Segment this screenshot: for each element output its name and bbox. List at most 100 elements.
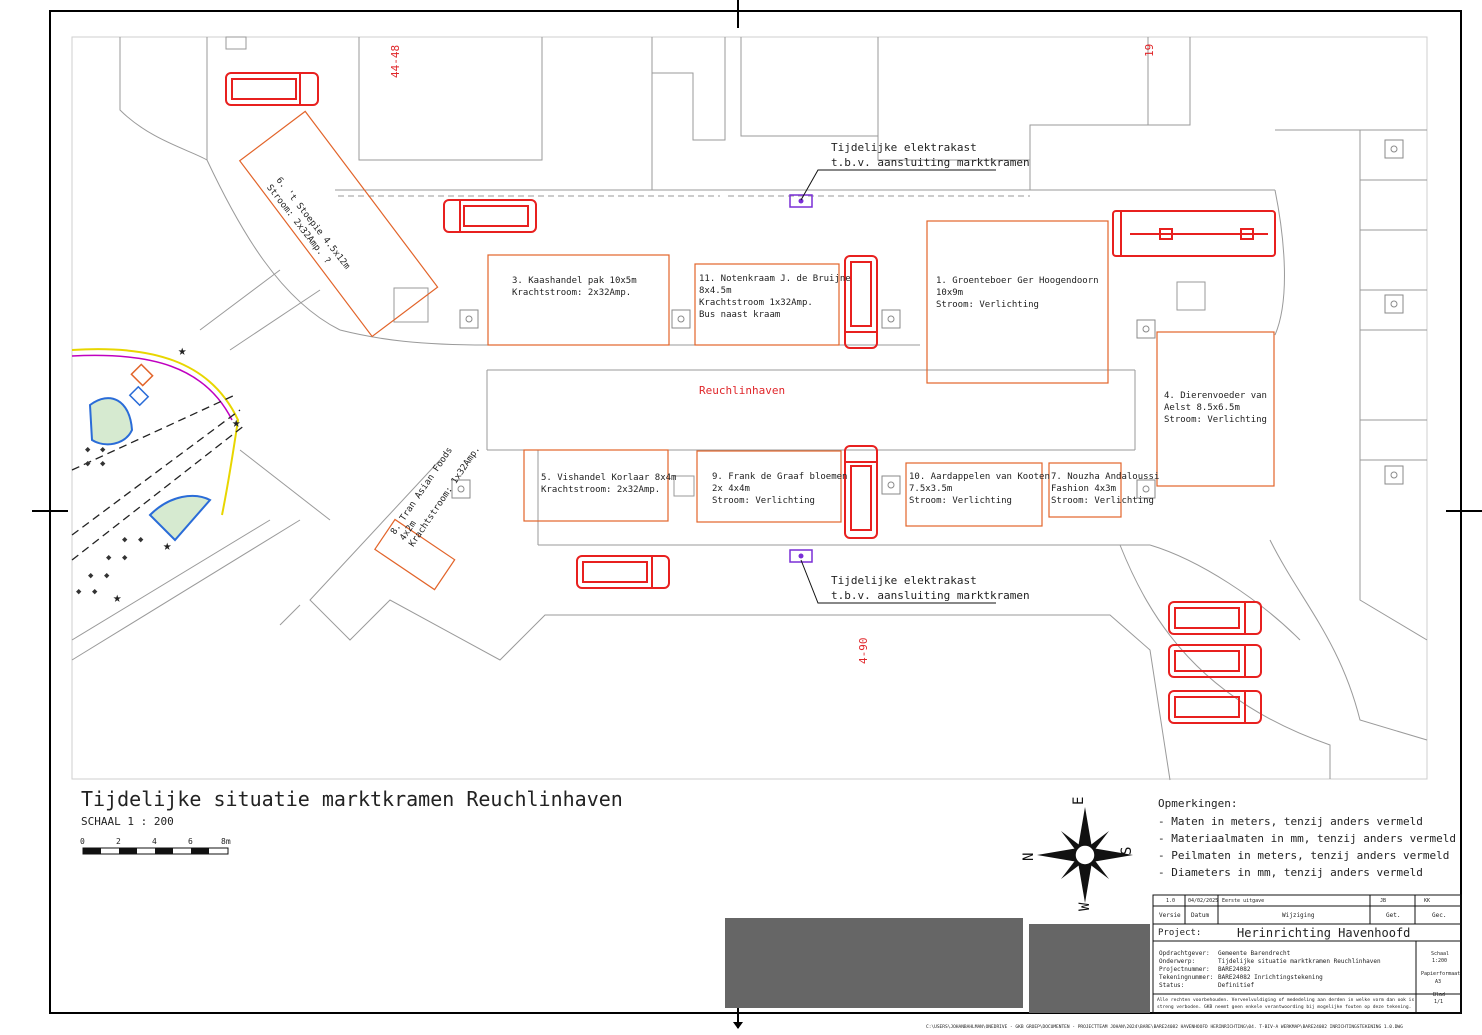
- svg-text:◆: ◆: [100, 445, 106, 455]
- field-value-1: Gemeente Barendrecht: [1218, 950, 1291, 957]
- field-value-4: BARE24082 Inrichtingstekening: [1218, 974, 1323, 981]
- stall-7-outline: [1048, 462, 1122, 518]
- stall-4-outline: [1156, 331, 1275, 487]
- stall-5-label: 5. Vishandel Korlaar 8x4m Krachtstroom: …: [541, 473, 682, 495]
- field-value-5: Definitief: [1218, 982, 1255, 989]
- manhole-symbols: [451, 139, 1404, 499]
- rev-header-version: Versie: [1159, 912, 1181, 919]
- compass-w: W: [1077, 902, 1093, 911]
- disclaimer-line-2: streng verboden. GKB neemt geen enkele v…: [1157, 1004, 1411, 1010]
- scale-label: SCHAAL 1 : 200: [81, 815, 174, 828]
- remarks-heading: Opmerkingen:: [1158, 797, 1237, 810]
- svg-text:◆: ◆: [85, 445, 91, 455]
- vehicle-van-2: [443, 199, 537, 233]
- rev-drawn: JB: [1380, 898, 1386, 904]
- rev-checked: KK: [1424, 898, 1430, 904]
- compass-s: S: [1119, 847, 1135, 855]
- side-scale-label: Schaal: [1431, 951, 1449, 957]
- side-format-label: Papierformaat: [1421, 971, 1460, 977]
- field-label-1: Opdrachtgever:: [1159, 950, 1210, 957]
- rev-header-change: Wijziging: [1282, 912, 1315, 919]
- logo-block-left: [725, 918, 1023, 1008]
- compass-e: E: [1071, 797, 1087, 805]
- house-number-1: 44-48: [389, 45, 402, 78]
- scale-bar: 0 2 4 6 8m: [80, 837, 231, 855]
- disclaimer-line-1: Alle rechten voorbehouden. Verveelvuldig…: [1157, 997, 1414, 1003]
- vehicle-van-8: [1168, 690, 1262, 724]
- stall-10-outline: [905, 462, 1043, 527]
- elektrakast-bottom: [789, 549, 813, 563]
- svg-text:◆: ◆: [100, 459, 106, 469]
- rev-header-checked: Gec.: [1432, 912, 1446, 919]
- compass-rose: E N S W: [1021, 797, 1135, 911]
- drawing-title: Tijdelijke situatie marktkramen Reuchlin…: [81, 787, 623, 811]
- field-label-5: Status:: [1159, 982, 1184, 989]
- vehicle-van-7: [1168, 644, 1262, 678]
- stall-6-label: 6. 't Stoepie 4.5x12m Stroom: 2x32Amp. ?: [264, 176, 355, 283]
- rev-header-drawn: Get.: [1386, 912, 1400, 919]
- svg-text:◆: ◆: [85, 459, 91, 469]
- svg-text:◆: ◆: [122, 535, 128, 545]
- title-area: Tijdelijke situatie marktkramen Reuchlin…: [80, 787, 623, 855]
- field-value-3: BARE24082: [1218, 966, 1251, 973]
- stall-9-outline: [696, 450, 842, 523]
- bottom-center-arrow: [733, 1022, 743, 1029]
- intersection-island: ★ ★ ★ ★ ◆◆ ◆◆ ◆◆ ◆◆ ◆◆ ◆◆: [71, 343, 246, 606]
- elektrakast-note-2-line2: t.b.v. aansluiting marktkramen: [831, 589, 1030, 602]
- stall-3-outline: [487, 254, 670, 346]
- house-number-3: 4-90: [857, 638, 870, 665]
- stall-8-label: 8. Tran Asian Foods 4x2m Krachtstroom: 1…: [389, 432, 482, 549]
- elektrakast-note-1-line1: Tijdelijke elektrakast: [831, 141, 977, 154]
- title-block: [1152, 894, 1462, 1014]
- side-scale-value: 1:200: [1432, 958, 1447, 964]
- logo-block-right: [1029, 924, 1150, 1013]
- stall-7-label: 7. Nouzha Andaloussi Fashion 4x3m Stroom…: [1051, 472, 1165, 506]
- remark-1: - Maten in meters, tenzij anders vermeld: [1158, 815, 1423, 828]
- svg-text:◆: ◆: [92, 587, 98, 597]
- scale-tick-0: 0: [80, 837, 85, 846]
- stall-1-label: 1. Groenteboer Ger Hoogendoorn 10x9m Str…: [936, 276, 1104, 310]
- field-value-2: Tijdelijke situatie marktkramen Reuchlin…: [1218, 958, 1381, 965]
- svg-text:★: ★: [232, 415, 241, 431]
- stall-outlines: [238, 110, 1275, 591]
- stall-8-outline: [374, 518, 456, 591]
- map-viewport: [71, 36, 1428, 780]
- field-label-3: Projectnummer:: [1159, 966, 1210, 973]
- remarks: Opmerkingen: - Maten in meters, tenzij a…: [1158, 797, 1456, 879]
- stall-11-outline: [694, 263, 840, 346]
- svg-text:◆: ◆: [104, 571, 110, 581]
- project-name: Herinrichting Havenhoofd: [1237, 926, 1410, 940]
- elektrakast-note-1-line2: t.b.v. aansluiting marktkramen: [831, 156, 1030, 169]
- file-path: C:\USERS\JOHANBAHLMAN\ONEDRIVE - GKB GRO…: [926, 1024, 1403, 1030]
- stall-6-outline: [238, 110, 439, 338]
- title-block-text: 1.0 04/02/2025 Eerste uitgave JB KK Vers…: [1157, 898, 1460, 1010]
- power-boxes: [789, 169, 996, 604]
- side-sheet-value: 1/1: [1434, 999, 1443, 1005]
- rev-header-date: Datum: [1191, 912, 1209, 919]
- compass-n: N: [1021, 853, 1037, 861]
- side-format-value: A3: [1435, 979, 1441, 985]
- vehicle-van-1: [225, 72, 319, 106]
- field-label-4: Tekeningnummer:: [1159, 974, 1213, 981]
- scale-tick-4: 4: [152, 837, 157, 846]
- street-name: Reuchlinhaven: [699, 384, 785, 397]
- vehicle-van-4: [844, 445, 878, 539]
- scale-tick-6: 6: [188, 837, 193, 846]
- stall-11-label: 11. Notenkraam J. de Bruijne 8x4.5m Krac…: [699, 274, 856, 320]
- scale-tick-2: 2: [116, 837, 121, 846]
- svg-text:◆: ◆: [106, 553, 112, 563]
- elektrakast-top: [789, 194, 813, 208]
- project-label: Project:: [1158, 928, 1201, 938]
- svg-text:◆: ◆: [88, 571, 94, 581]
- stall-1-outline: [926, 220, 1109, 384]
- house-number-2: 19: [1143, 44, 1156, 57]
- vehicle-van-5: [576, 555, 670, 589]
- scale-tick-8: 8m: [221, 837, 231, 846]
- rev-change: Eerste uitgave: [1222, 898, 1264, 904]
- svg-text:◆: ◆: [76, 587, 82, 597]
- vehicle-van-3: [844, 255, 878, 349]
- rev-date: 04/02/2025: [1188, 898, 1218, 904]
- stall-3-label: 3. Kaashandel pak 10x5m Krachtstroom: 2x…: [512, 276, 642, 298]
- svg-text:★: ★: [113, 590, 122, 606]
